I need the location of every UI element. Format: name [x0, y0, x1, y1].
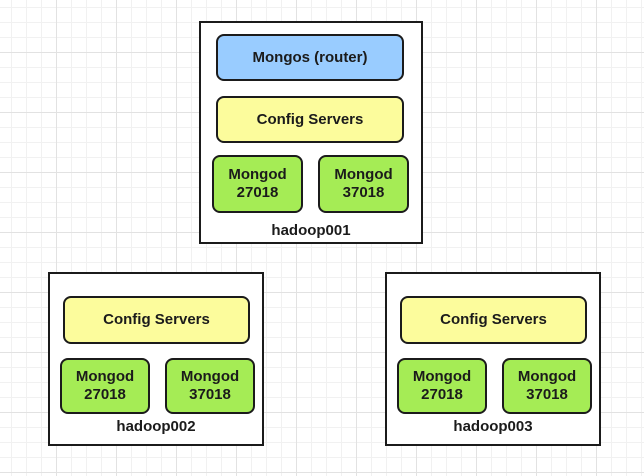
config-servers-node: Config Servers: [400, 296, 587, 344]
config-servers-label: Config Servers: [103, 311, 210, 328]
mongod-27018-node: Mongod 27018: [397, 358, 487, 414]
mongod-37018-node: Mongod 37018: [318, 155, 409, 213]
mongod-port: 27018: [84, 386, 126, 403]
config-servers-node: Config Servers: [63, 296, 250, 344]
mongod-name: Mongod: [75, 368, 135, 385]
host-label: hadoop002: [116, 418, 196, 435]
host-box-hadoop002: Config Servers Mongod 27018 Mongod 37018…: [48, 272, 264, 446]
mongod-name: Mongod: [412, 368, 472, 385]
mongod-name: Mongod: [228, 166, 287, 183]
mongod-37018-node: Mongod 37018: [502, 358, 592, 414]
config-servers-label: Config Servers: [440, 311, 547, 328]
config-servers-label: Config Servers: [256, 110, 364, 128]
host-box-hadoop003: Config Servers Mongod 27018 Mongod 37018…: [385, 272, 601, 446]
mongod-port: 37018: [189, 386, 231, 403]
mongod-27018-node: Mongod 27018: [212, 155, 303, 213]
mongod-name: Mongod: [180, 368, 240, 385]
mongod-port: 27018: [421, 386, 463, 403]
mongod-port: 37018: [342, 184, 385, 201]
host-label: hadoop001: [271, 222, 351, 239]
mongod-name: Mongod: [334, 166, 393, 183]
mongod-port: 37018: [526, 386, 568, 403]
mongod-port: 27018: [236, 184, 279, 201]
host-label: hadoop003: [453, 418, 533, 435]
config-servers-node: Config Servers: [216, 96, 404, 143]
mongod-27018-node: Mongod 27018: [60, 358, 150, 414]
mongod-name: Mongod: [517, 368, 577, 385]
host-box-hadoop001: Mongos (router) Config Servers Mongod 27…: [199, 21, 423, 244]
mongos-router-node: Mongos (router): [216, 34, 404, 81]
mongod-37018-node: Mongod 37018: [165, 358, 255, 414]
mongos-router-label: Mongos (router): [252, 48, 368, 66]
